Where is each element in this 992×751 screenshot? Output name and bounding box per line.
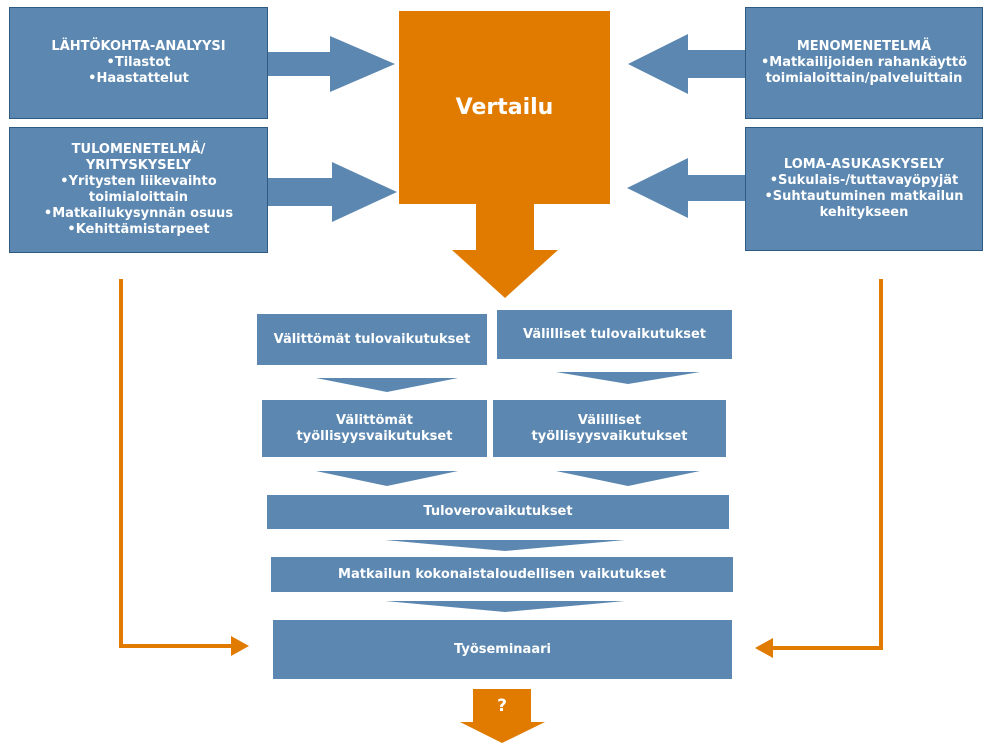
- left-arrow-icon: [628, 34, 745, 94]
- direct-employment-box: Välittömät työllisyysvaikutukset: [262, 400, 487, 457]
- list-item: kehitykseen: [819, 205, 909, 220]
- question-box: ?: [473, 689, 531, 722]
- list-item: •Suhtautuminen matkailun: [764, 189, 964, 204]
- box-label: Välilliset tulovaikutukset: [522, 326, 707, 342]
- direct-income-box: Välittömät tulovaikutukset: [257, 314, 487, 365]
- list-item: •Yritysten liikevaihto: [60, 174, 217, 189]
- right-arrow-icon: [268, 36, 395, 92]
- box-label: Tuloverovaikutukset: [423, 504, 573, 519]
- lahtokohta-analyysi-box: LÄHTÖKOHTA-ANALYYSI •Tilastot •Haastatte…: [9, 7, 268, 119]
- list-item: •Matkailijoiden rahankäyttö: [760, 55, 968, 70]
- down-arrow-icon: [460, 722, 545, 743]
- list-item: •Haastattelut: [88, 71, 189, 86]
- box-title: YRITYSKYSELY: [85, 158, 192, 173]
- down-arrow-icon: [385, 601, 625, 612]
- elbow-arrow-icon: [119, 279, 234, 648]
- box-label: Työseminaari: [454, 641, 551, 657]
- elbow-arrow-icon: [231, 636, 249, 656]
- box-title: TULOMENETELMÄ/: [71, 142, 206, 157]
- box-label: työllisyysvaikutukset: [531, 428, 688, 444]
- vertailu-box: Vertailu: [399, 11, 610, 204]
- indirect-employment-box: Välilliset työllisyysvaikutukset: [493, 400, 726, 457]
- list-item: toimialoittain: [88, 190, 189, 205]
- down-arrow-icon: [556, 372, 700, 384]
- box-title: LÄHTÖKOHTA-ANALYYSI: [51, 39, 226, 54]
- tax-effects-box: Tuloverovaikutukset: [267, 495, 729, 529]
- down-arrow-icon: [316, 378, 458, 392]
- box-label: Matkailun kokonaistaloudellisen vaikutuk…: [338, 566, 666, 582]
- box-label: Välilliset: [577, 412, 642, 428]
- left-arrow-icon: [627, 158, 745, 218]
- box-title: LOMA-ASUKASKYSELY: [783, 157, 945, 172]
- list-item: •Matkailukysynnän osuus: [43, 206, 234, 221]
- right-arrow-icon: [268, 162, 397, 222]
- down-arrow-icon: [316, 471, 458, 486]
- down-arrow-icon: [385, 540, 625, 551]
- elbow-arrow-icon: [771, 279, 883, 650]
- list-item: •Sukulais-/tuttavayöpyjät: [769, 173, 959, 188]
- box-label: työllisyysvaikutukset: [296, 428, 453, 444]
- box-label: Välittömät tulovaikutukset: [273, 331, 471, 347]
- vertailu-label: Vertailu: [455, 95, 554, 120]
- list-item: toimialoittain/palveluittain: [765, 71, 963, 86]
- box-title: MENOMENETELMÄ: [796, 39, 932, 54]
- total-effects-box: Matkailun kokonaistaloudellisen vaikutuk…: [271, 557, 733, 592]
- box-label: Välittömät: [336, 412, 413, 428]
- indirect-income-box: Välilliset tulovaikutukset: [497, 310, 732, 359]
- elbow-arrow-icon: [755, 638, 773, 658]
- menomenetelma-box: MENOMENETELMÄ •Matkailijoiden rahankäytt…: [745, 7, 983, 119]
- down-arrow-icon: [452, 203, 558, 298]
- tulomenetelma-box: TULOMENETELMÄ/ YRITYSKYSELY •Yritysten l…: [9, 127, 268, 253]
- list-item: •Tilastot: [106, 55, 171, 70]
- loma-asukaskysely-box: LOMA-ASUKASKYSELY •Sukulais-/tuttavayöpy…: [745, 127, 983, 251]
- question-label: ?: [497, 695, 507, 716]
- list-item: •Kehittämistarpeet: [67, 222, 210, 237]
- down-arrow-icon: [556, 471, 700, 486]
- tyoseminaari-box: Työseminaari: [273, 620, 732, 679]
